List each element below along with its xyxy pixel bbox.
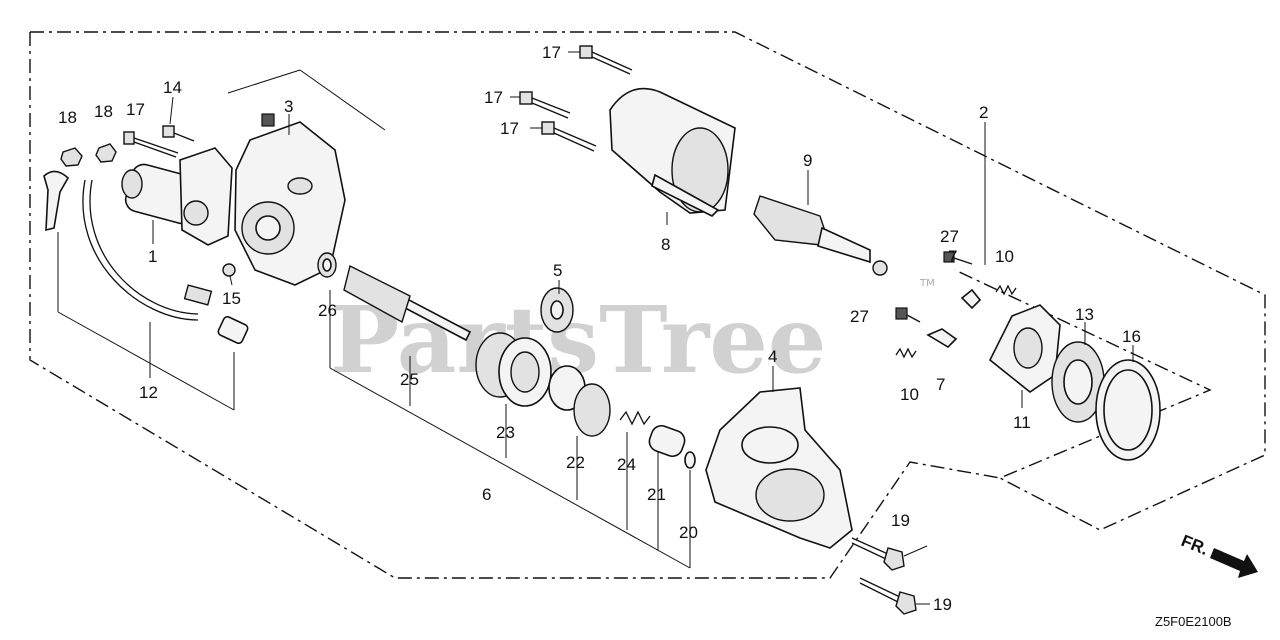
callout-26: 26 (318, 301, 337, 320)
callout-12: 12 (139, 383, 158, 402)
brush-part-7a[interactable] (960, 288, 982, 310)
callout-2: 2 (979, 103, 988, 122)
brush-holder-part-11[interactable] (988, 304, 1061, 393)
gasket-part-16[interactable] (1095, 359, 1161, 461)
assembly-boundary-line (30, 31, 1266, 531)
diagram-code: Z5F0E2100B (1155, 614, 1232, 629)
nut-part-18b[interactable] (95, 143, 117, 163)
pinion-gear-part-22[interactable] (548, 365, 611, 437)
callout-27a: 27 (940, 227, 959, 246)
spring-part-24[interactable] (619, 410, 651, 426)
callout-7b: 7 (936, 375, 945, 394)
yoke-housing-part-8[interactable] (609, 87, 736, 217)
bolt-part-19b[interactable] (859, 577, 917, 615)
callout-17c: 17 (484, 88, 503, 107)
callout-3: 3 (284, 97, 293, 116)
shaft-part-25[interactable] (343, 264, 472, 342)
callout-5: 5 (553, 261, 562, 280)
bolt-part-17-top[interactable] (579, 45, 633, 75)
brush-part-7b[interactable] (926, 328, 958, 349)
screw-part-15[interactable] (222, 263, 236, 277)
bolt-part-17-mid[interactable] (519, 91, 571, 119)
bolt-part-17-left[interactable] (123, 131, 179, 158)
callout-10a: 10 (995, 247, 1014, 266)
armature-part-9[interactable] (753, 195, 888, 276)
callout-13: 13 (1075, 305, 1094, 324)
leader-lines (57, 51, 1134, 605)
washer-part-26[interactable] (317, 252, 337, 278)
callout-27b: 27 (850, 307, 869, 326)
front-arrow-icon (1210, 548, 1258, 578)
bolt-part-14[interactable] (162, 125, 195, 142)
callout-17d: 17 (500, 119, 519, 138)
clip-part-20[interactable] (684, 451, 696, 469)
callout-18b: 18 (94, 102, 113, 121)
screw-part-27b[interactable] (895, 307, 921, 323)
callout-18a: 18 (58, 108, 77, 127)
callout-1: 1 (148, 247, 157, 266)
callout-16: 16 (1122, 327, 1141, 346)
callout-17b: 17 (542, 43, 561, 62)
callout-6: 6 (482, 485, 491, 504)
callout-7a: 7 (948, 247, 957, 266)
callout-labels: 1 2 3 4 5 6 7 7 8 9 10 10 11 12 13 14 15… (58, 43, 1141, 614)
callout-21: 21 (647, 485, 666, 504)
clutch-gear-part-23[interactable] (475, 332, 552, 407)
bolt-part-19a[interactable] (851, 537, 905, 571)
callout-8: 8 (661, 235, 670, 254)
solenoid-part-1[interactable] (121, 147, 233, 246)
plate-part-13[interactable] (1051, 341, 1105, 423)
drive-housing-part-4[interactable] (705, 387, 853, 549)
cable-part-12[interactable] (43, 170, 249, 345)
callout-15: 15 (222, 289, 241, 308)
callout-24: 24 (617, 455, 636, 474)
callout-9: 9 (803, 151, 812, 170)
end-cover-part-3[interactable] (234, 113, 346, 286)
assembly-boundary-line-left (29, 32, 1001, 579)
front-direction-indicator: FR. (1179, 531, 1258, 578)
callout-4: 4 (768, 347, 777, 366)
spring-part-10b[interactable] (895, 347, 917, 359)
callout-17a: 17 (126, 100, 145, 119)
bolt-part-17-low[interactable] (541, 121, 597, 152)
callout-23: 23 (496, 423, 515, 442)
callout-14: 14 (163, 78, 182, 97)
guide-line (227, 69, 301, 94)
callout-10b: 10 (900, 385, 919, 404)
callout-20: 20 (679, 523, 698, 542)
nut-part-18a[interactable] (60, 147, 83, 167)
guide-line (299, 69, 386, 131)
callout-11: 11 (1013, 413, 1031, 432)
spring-part-10a[interactable] (995, 284, 1017, 296)
pinion-part-5[interactable] (540, 287, 574, 333)
callout-22: 22 (566, 453, 585, 472)
watermark-trademark: TM (919, 278, 935, 289)
callout-19a: 19 (891, 511, 910, 530)
front-label: FR. (1179, 531, 1212, 559)
screw-part-27a[interactable] (943, 251, 973, 265)
callout-25: 25 (400, 370, 419, 389)
collar-part-21[interactable] (647, 423, 688, 459)
callout-19b: 19 (933, 595, 952, 614)
